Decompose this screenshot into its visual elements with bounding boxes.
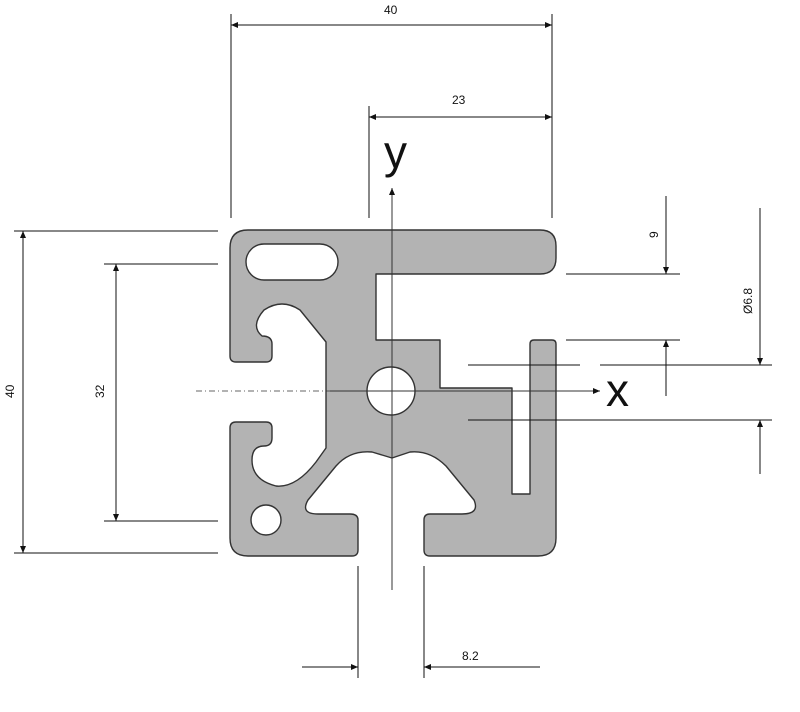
oval-slot-hole (245, 243, 339, 281)
axes: y x (196, 126, 629, 590)
dimension-inner-height: 32 (93, 263, 218, 522)
profile-section (229, 229, 557, 557)
dimension-overall-width: 40 (230, 3, 553, 218)
dimension-offset-width: 23 (368, 93, 552, 218)
small-round-hole (250, 504, 282, 536)
x-axis-label: x (606, 364, 629, 416)
dim-label-slot-width: 8.2 (462, 649, 479, 663)
dim-label-overall-width: 40 (384, 3, 398, 17)
dim-label-slot-offset: 9 (647, 231, 661, 238)
dim-label-inner-height: 32 (93, 384, 107, 398)
dim-label-bore-diameter: Ø6.8 (741, 288, 755, 314)
dimension-slot-width: 8.2 (302, 566, 540, 678)
dim-label-offset-width: 23 (452, 93, 466, 107)
y-axis-label: y (384, 126, 407, 178)
dimension-slot-offset: 9 (566, 196, 680, 396)
dimension-overall-height: 40 (3, 230, 218, 554)
dimension-bore-diameter: Ø6.8 (468, 208, 772, 474)
dim-label-overall-height: 40 (3, 384, 17, 398)
